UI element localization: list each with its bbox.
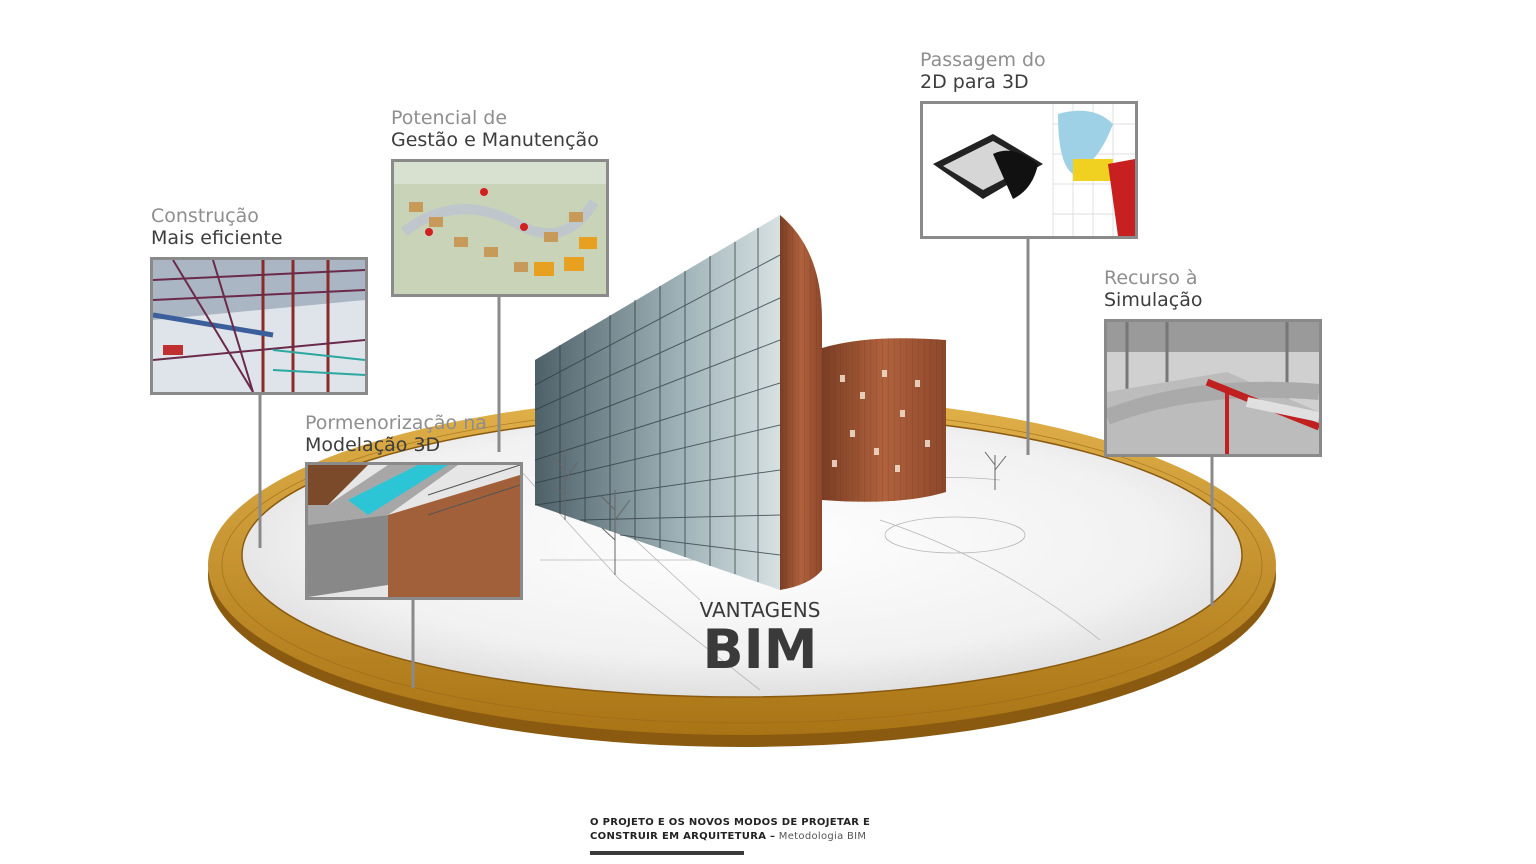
center-title-big: BIM <box>702 618 818 681</box>
advantage-line2: Modelação 3D <box>305 434 441 456</box>
advantage-line1: Potencial de <box>391 107 508 129</box>
brick-tower <box>822 338 946 502</box>
advantage-label-gestao: Potencial de Gestão e Manutenção <box>391 107 599 151</box>
tree-sketches <box>549 450 1007 575</box>
center-title-small: VANTAGENS <box>699 598 821 622</box>
advantage-line2: Mais eficiente <box>151 227 283 249</box>
footer-line2-rest: Metodologia BIM <box>775 831 867 842</box>
footer-underline <box>590 851 744 855</box>
footer-line1: O PROJETO E OS NOVOS MODOS DE PROJETAR E <box>590 817 871 828</box>
advantage-label-passagem: Passagem do 2D para 3D <box>920 49 1046 93</box>
2d-to-3d-plan-image <box>920 101 1138 239</box>
advantage-label-construcao: Construção Mais eficiente <box>151 205 283 249</box>
3d-detail-model-image <box>305 462 523 600</box>
footer-caption: O PROJETO E OS NOVOS MODOS DE PROJETAR E… <box>590 816 870 844</box>
center-title: VANTAGENS BIM <box>640 598 880 678</box>
facility-management-site-image <box>391 159 609 297</box>
advantage-line2: Gestão e Manutenção <box>391 129 599 151</box>
glass-building <box>534 215 822 590</box>
advantage-line2: 2D para 3D <box>920 71 1029 93</box>
leader-lines <box>258 236 1214 688</box>
advantage-line1: Construção <box>151 205 259 227</box>
advantage-line1: Pormenorização na <box>305 412 487 434</box>
mep-simulation-image <box>1104 319 1322 457</box>
advantage-line2: Simulação <box>1104 289 1203 311</box>
footer-line2-bold: CONSTRUIR EM ARQUITETURA – <box>590 831 776 842</box>
advantage-line1: Passagem do <box>920 49 1046 71</box>
construction-steel-frame-image <box>150 257 368 395</box>
advantage-label-pormenorizacao: Pormenorização na Modelação 3D <box>305 412 487 456</box>
advantage-label-simulacao: Recurso à Simulação <box>1104 267 1203 311</box>
advantage-line1: Recurso à <box>1104 267 1198 289</box>
